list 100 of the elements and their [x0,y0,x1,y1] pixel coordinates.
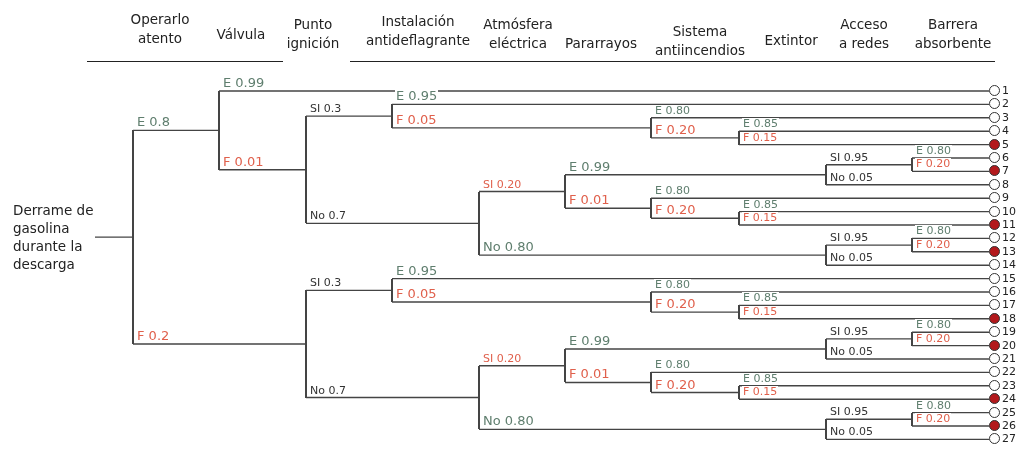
column-heading: Sistema antiincendios [653,22,747,60]
outcome-circle [989,152,1000,163]
branch-probability: E 0.8 [136,115,172,129]
branch-probability: E 0.85 [742,292,779,304]
branch-probability: E 0.80 [654,279,691,290]
branch-line [94,236,134,238]
branch-line [738,385,990,387]
branch-probability: F 0.2 [136,328,171,342]
outcome-circle [989,366,1000,378]
outcome-circle [989,98,1000,110]
branch-probability: E 0.80 [654,359,691,371]
outcome-circle [989,272,1000,284]
outcome-number: 21 [1002,353,1016,365]
branch-line [650,291,990,293]
branch-line [911,344,990,347]
branch-line [478,365,566,367]
branch-line [825,418,913,420]
branch-line [564,381,652,384]
branch-probability: E 0.99 [222,76,266,89]
branch-line [911,425,990,427]
outcome-number: 6 [1002,152,1009,164]
branch-probability: E 0.85 [742,372,779,384]
branch-line [305,396,480,399]
outcome-number: 27 [1002,433,1016,446]
column-heading: Operarlo atento [129,10,191,48]
initiating-event-text: Derrame de gasolina durante la descarga [13,201,95,274]
branch-line [478,190,566,193]
branch-probability: E 0.80 [915,399,952,411]
branch-probability: F 0.20 [654,203,697,217]
outcome-circle [989,433,1000,445]
branch-probability: E 0.80 [915,225,952,237]
outcome-number: 4 [1002,125,1009,138]
outcome-number: 7 [1002,165,1009,178]
branch-probability: E 0.95 [395,89,439,103]
branch-probability: No 0.05 [829,252,874,264]
column-heading: Instalación antideflagrante [364,12,472,50]
outcome-circle [989,205,1000,217]
branch-line [825,264,990,266]
outcome-number: 16 [1002,286,1016,298]
branch-line [911,170,990,173]
branch-probability: F 0.15 [742,131,779,143]
branch-probability: SI 0.95 [829,232,870,244]
outcome-circle [989,259,1000,271]
branch-probability: No 0.7 [309,210,347,222]
branch-line [478,428,827,431]
outcome-number: 10 [1002,205,1016,218]
branch-probability: E 0.80 [915,145,952,156]
branch-line [305,289,393,292]
branch-line [564,348,827,350]
branch-probability: F 0.15 [742,386,779,398]
branch-probability: SI 0.95 [829,406,870,418]
outcome-number: 15 [1002,272,1016,285]
branch-line [564,174,827,176]
branch-probability: F 0.01 [568,193,611,207]
filled-outcome-circle [989,245,1000,257]
outcome-number: 8 [1002,178,1009,191]
branch-line [218,90,990,92]
branch-line [650,197,990,199]
outcome-number: 11 [1002,219,1016,231]
outcome-circle [989,111,1000,123]
outcome-number: 1 [1002,85,1009,97]
outcome-number: 12 [1002,232,1016,245]
branch-probability: SI 0.20 [482,352,523,364]
branch-probability: F 0.20 [654,377,697,391]
column-heading: Válvula [216,25,266,44]
outcome-circle [989,232,1000,244]
branch-line [305,222,480,225]
column-heading: Extintor [764,31,818,50]
outcome-number: 23 [1002,379,1016,392]
branch-probability: F 0.15 [742,305,779,317]
branch-probability: E 0.80 [654,104,691,116]
outcome-circle [989,85,1000,96]
branch-probability: SI 0.95 [829,325,870,337]
branch-line [825,184,990,186]
branch-line [738,318,990,320]
outcome-circle [989,125,1000,137]
outcome-circle [989,326,1000,338]
outcome-number: 17 [1002,299,1016,312]
branch-line [650,311,740,313]
branch-line [132,343,307,345]
branch-probability: F 0.05 [395,287,438,301]
outcome-number: 5 [1002,138,1009,151]
column-heading: Barrera absorbente [913,15,993,53]
branch-line [132,129,220,132]
branch-probability: F 0.15 [742,212,779,223]
branch-probability: E 0.95 [395,263,439,277]
branch-line [911,411,990,414]
branch-probability: No 0.80 [482,414,535,428]
branch-line [911,331,990,333]
outcome-circle [989,178,1000,190]
branch-line [564,207,652,209]
outcome-circle [989,353,1000,364]
outcome-number: 14 [1002,259,1016,272]
outcome-number: 22 [1002,366,1016,379]
outcome-number: 3 [1002,111,1009,124]
branch-line [738,143,990,146]
outcome-number: 24 [1002,393,1016,406]
outcome-number: 19 [1002,326,1016,339]
filled-outcome-circle [989,219,1000,230]
column-heading: Pararrayos [565,34,638,53]
